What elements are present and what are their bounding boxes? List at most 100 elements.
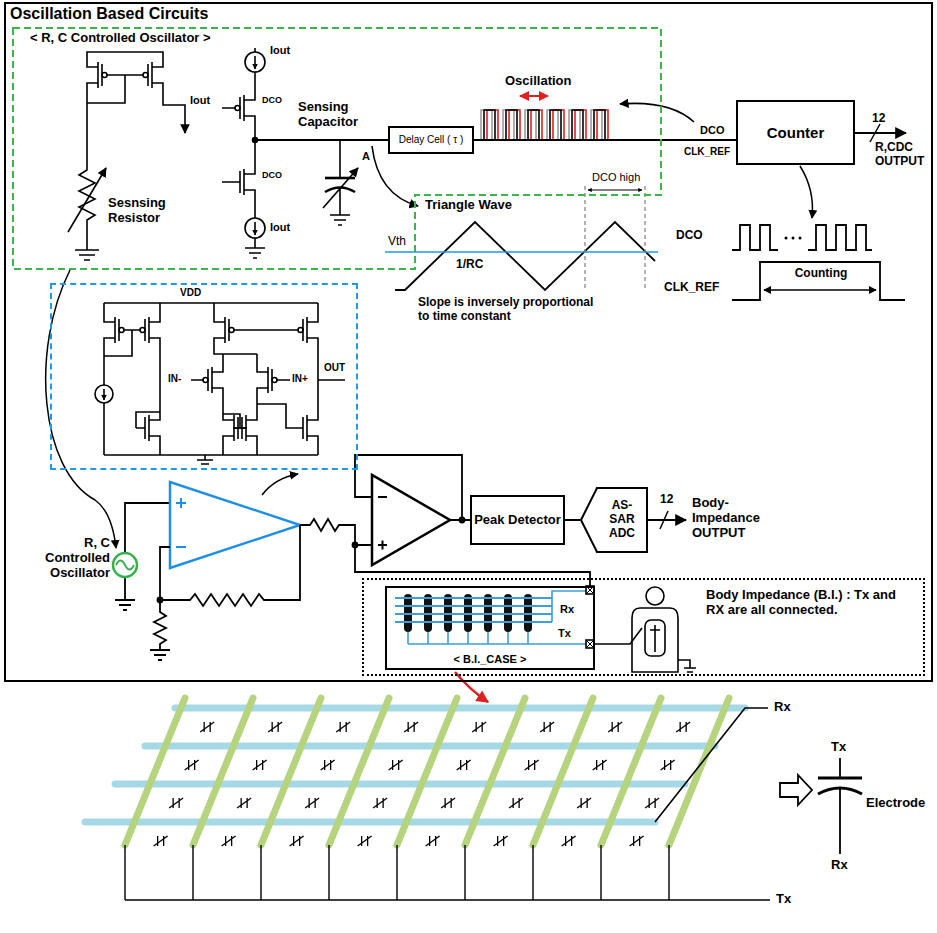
dashed-outline bbox=[13, 28, 661, 269]
oscillator-schematic bbox=[222, 108, 255, 162]
touch-grid-drawing bbox=[532, 845, 533, 900]
opamp-transistor-schematic bbox=[159, 350, 161, 408]
touch-grid-drawing bbox=[676, 722, 690, 732]
signal-label: Body- Impedance OUTPUT bbox=[692, 496, 764, 541]
oscillator-schematic bbox=[254, 222, 256, 235]
amplifier-chain bbox=[170, 482, 300, 568]
electrode-panel-drawing bbox=[552, 591, 586, 622]
opamp-transistor-schematic bbox=[294, 310, 318, 350]
touch-grid-drawing bbox=[465, 698, 525, 845]
signal-wire bbox=[565, 519, 580, 521]
opamp-transistor-schematic bbox=[136, 408, 160, 448]
adc-block: AS- SAR ADC bbox=[580, 487, 648, 553]
signal-label: Iout bbox=[270, 44, 290, 57]
signal-label: Electrode bbox=[866, 796, 925, 811]
oscillator-schematic bbox=[139, 55, 163, 95]
opamp-transistor-schematic bbox=[191, 379, 290, 381]
amplifier-chain bbox=[160, 525, 300, 606]
signal-label: Oscillation bbox=[505, 74, 571, 89]
opamp-transistor-schematic bbox=[223, 408, 247, 448]
oscillator-schematic bbox=[245, 218, 265, 238]
oscillator-schematic bbox=[87, 55, 111, 95]
oscillator-schematic bbox=[253, 138, 258, 143]
touch-grid-drawing bbox=[200, 722, 214, 732]
touch-grid-drawing bbox=[329, 698, 389, 845]
touch-grid-drawing bbox=[305, 798, 319, 808]
amplifier-chain bbox=[660, 511, 668, 529]
signal-label: DCO bbox=[700, 124, 724, 137]
signal-label: CLK_REF bbox=[684, 146, 730, 158]
touch-grid-drawing bbox=[85, 819, 655, 826]
amplifier-chain bbox=[176, 498, 186, 547]
capacitor-symbol bbox=[780, 775, 812, 805]
signal-label: Iout bbox=[190, 94, 210, 107]
signal-label: Iout bbox=[270, 221, 290, 234]
opamp-transistor-schematic bbox=[104, 448, 318, 455]
opamp-transistor-schematic bbox=[104, 310, 128, 350]
electrode-panel-drawing bbox=[645, 620, 665, 656]
signal-label: 12 bbox=[872, 112, 885, 126]
node-label: Counter bbox=[767, 124, 825, 141]
amplifier-chain bbox=[300, 519, 372, 545]
opamp-transistor-schematic bbox=[214, 310, 238, 350]
opamp-transistor-schematic bbox=[104, 302, 318, 304]
signal-label: Counting bbox=[762, 267, 880, 281]
oscillator-schematic bbox=[222, 182, 255, 218]
amplifier-chain bbox=[460, 518, 465, 523]
touch-grid-drawing bbox=[397, 698, 457, 845]
touch-grid-drawing bbox=[426, 836, 440, 846]
delay-cell-box: Delay Cell ( τ ) bbox=[388, 126, 474, 154]
triangle-wave-plot bbox=[800, 166, 813, 218]
triangle-wave-plot bbox=[808, 225, 872, 250]
signal-label: CLK_REF bbox=[664, 281, 719, 295]
oscillator-schematic bbox=[68, 168, 106, 232]
node-label: Tx bbox=[558, 627, 571, 640]
oscillation-waveform bbox=[476, 110, 612, 140]
signal-label: Slope is inversely proportional to time … bbox=[418, 296, 600, 324]
touch-grid-drawing bbox=[185, 760, 199, 770]
touch-grid-drawing bbox=[533, 698, 593, 845]
touch-grid-drawing bbox=[358, 836, 372, 846]
signal-label: Rx bbox=[831, 858, 848, 873]
amplifier-chain bbox=[353, 543, 358, 548]
node-label: IN- bbox=[168, 373, 181, 385]
opamp-schematic-box: VDDIN-IN+OUT bbox=[50, 283, 358, 470]
oscillator-schematic bbox=[372, 146, 418, 206]
opamp-transistor-schematic bbox=[136, 310, 160, 350]
amplifier-chain bbox=[355, 455, 470, 520]
electrode-panel-drawing bbox=[650, 625, 660, 652]
signal-label: Tx bbox=[776, 892, 791, 907]
oscillation-waveform bbox=[473, 110, 609, 140]
triangle-wave-plot bbox=[732, 262, 905, 300]
signal-label: DCO bbox=[262, 95, 282, 105]
amplifier-chain bbox=[46, 270, 686, 660]
adc-outline bbox=[581, 488, 647, 552]
touch-grid-drawing bbox=[154, 836, 168, 846]
touch-grid-drawing bbox=[441, 798, 455, 808]
touch-grid-drawing bbox=[336, 722, 350, 732]
oscillation-waveform bbox=[520, 95, 548, 97]
triangle-wave-plot bbox=[732, 225, 778, 250]
oscillator-schematic bbox=[254, 56, 256, 69]
touch-grid-drawing bbox=[193, 698, 253, 845]
signal-label: Tx bbox=[831, 740, 846, 755]
touch-grid-drawing bbox=[404, 722, 418, 732]
touch-grid-drawing bbox=[253, 760, 267, 770]
triangle-wave-plot bbox=[588, 189, 642, 190]
opamp-transistor-schematic bbox=[294, 408, 318, 448]
triangle-wave-plot bbox=[870, 124, 880, 142]
touch-grid-drawing bbox=[593, 760, 607, 770]
signal-label: R, C Controlled Oscillator bbox=[36, 536, 110, 581]
node-label: Oscillation Based Circuits bbox=[10, 5, 208, 23]
triangle-wave-plot bbox=[785, 237, 788, 240]
electrode-panel-drawing bbox=[594, 628, 642, 644]
amplifier-chain bbox=[262, 474, 298, 495]
signal-label: Sesnsing Resistor bbox=[108, 196, 180, 226]
opamp-transistor-schematic bbox=[199, 360, 223, 400]
signal-label: R,CDC OUTPUT bbox=[875, 141, 930, 169]
opamp-transistor-schematic bbox=[257, 350, 345, 428]
oscillator-schematic bbox=[254, 72, 256, 88]
signal-label: DCO bbox=[676, 229, 703, 243]
touch-grid-drawing bbox=[577, 798, 591, 808]
